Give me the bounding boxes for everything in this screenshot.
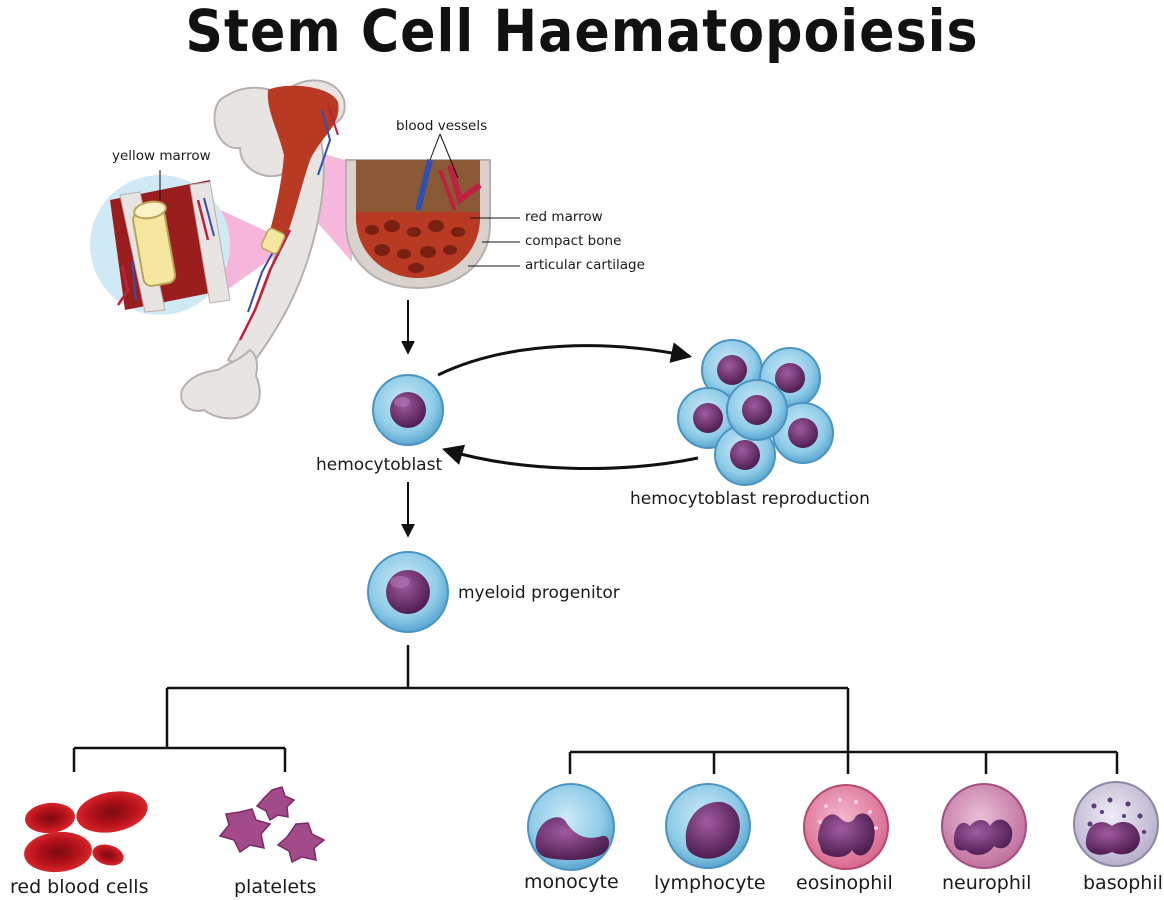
red-blood-cells [24,791,148,873]
label-yellow-marrow: yellow marrow [112,148,211,164]
label-red-marrow: red marrow [525,209,603,225]
label-compact-bone: compact bone [525,233,622,249]
label-hemocytoblast: hemocytoblast [316,455,443,475]
hemocytoblast-cell [372,374,444,446]
hemocytoblast-reproduction-cluster [677,339,834,486]
lymphocyte-cell [665,783,751,869]
label-monocyte: monocyte [524,871,619,893]
myeloid-progenitor-cell [367,551,449,633]
label-hemocytoblast-reproduction: hemocytoblast reproduction [630,489,870,509]
marrow-cross-section [345,133,520,290]
label-red-blood-cells: red blood cells [10,876,149,898]
label-myeloid-progenitor: myeloid progenitor [458,583,620,603]
platelets [218,786,326,864]
label-basophil: basophil [1083,872,1163,894]
femur-bone [180,79,352,420]
neurophil-cell [941,783,1027,869]
label-neurophil: neurophil [942,872,1032,894]
lineage-tree [72,645,1119,774]
label-eosinophil: eosinophil [796,872,893,894]
label-blood-vessels: blood vessels [396,118,488,134]
yellow-marrow-magnifier [90,170,231,315]
label-platelets: platelets [234,876,317,898]
label-articular-cartilage: articular cartilage [525,257,645,273]
label-lymphocyte: lymphocyte [654,872,766,894]
page-title: Stem Cell Haematopoiesis [185,0,979,65]
basophil-cell [1073,781,1159,867]
monocyte-cell [527,783,615,871]
eosinophil-cell [803,784,889,870]
flow-arrows [401,300,699,538]
